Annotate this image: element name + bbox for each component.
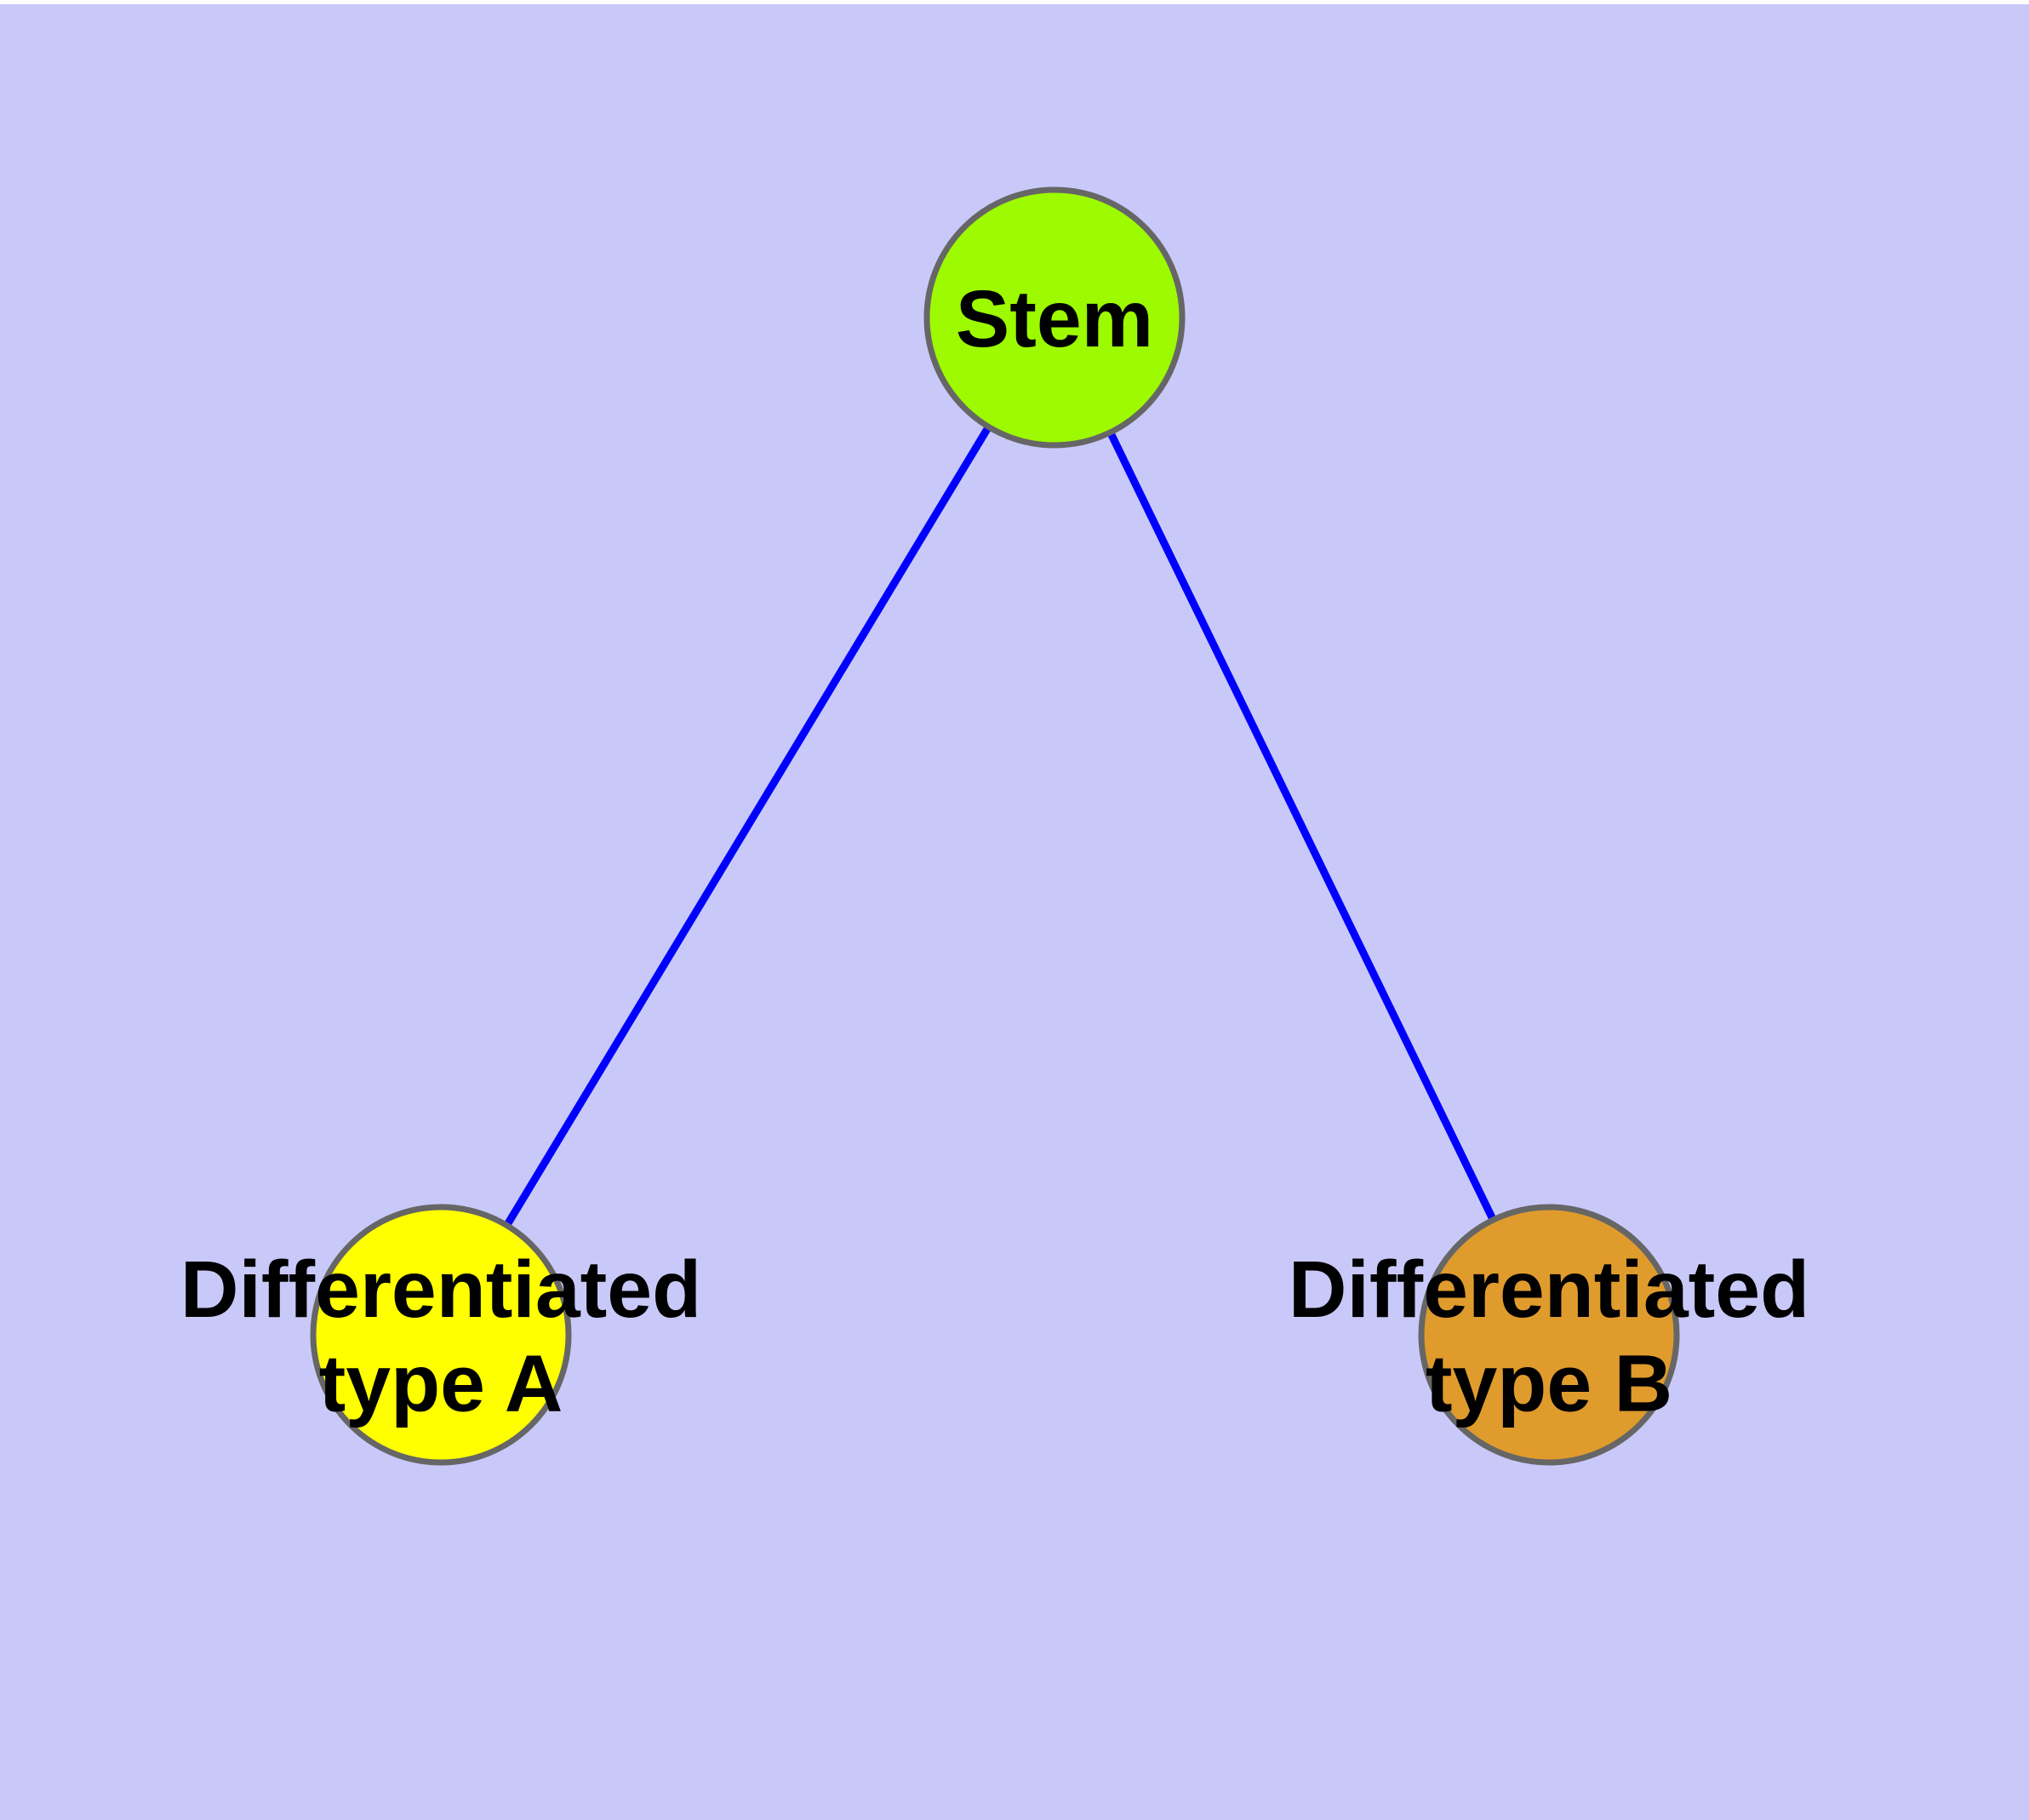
top-margin-strip [0,0,2029,4]
edge-stem-to-diff_b [1106,430,1497,1222]
edges-group [503,425,1497,1228]
node-stem[interactable] [923,186,1186,449]
nodes-group [310,186,1680,1466]
node-label-line: type A [319,1338,563,1428]
node-diff_b[interactable] [1418,1204,1680,1466]
edge-stem-to-diff_a [503,425,992,1228]
node-label-line: Differentiated [1289,1245,1809,1335]
node-label-stem: Stem [956,274,1153,364]
node-label-line: type B [1426,1338,1672,1428]
node-label-line: Stem [956,274,1153,364]
node-diff_a[interactable] [310,1204,572,1466]
node-label-line: Differentiated [180,1245,701,1335]
